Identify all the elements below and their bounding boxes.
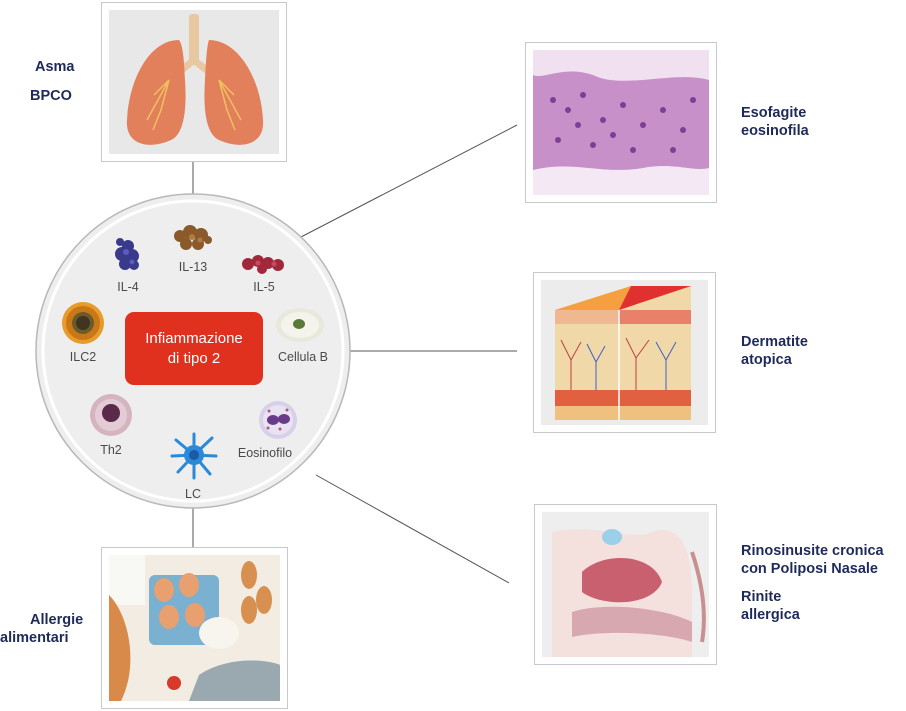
cellula-b-icon — [276, 308, 324, 342]
rinite-label-line1: Rinite — [741, 589, 782, 605]
lungs-image-frame — [101, 2, 287, 162]
histology-illustration — [533, 50, 709, 195]
lc-label: LC — [185, 487, 201, 501]
allergie-label-line1: Allergie — [30, 612, 84, 628]
allergie-image-frame — [101, 547, 288, 709]
rinosinusite-label-line2: con Poliposi Nasale — [741, 561, 878, 577]
cellula-b-label: Cellula B — [277, 350, 329, 364]
il4-label: IL-4 — [117, 280, 139, 294]
connector-rino — [315, 474, 510, 584]
rinosinusite-label-line1: Rinosinusite cronica — [741, 543, 884, 559]
connector-esofagite — [300, 124, 518, 238]
il13-cell-icon — [174, 225, 212, 250]
esofagite-label-line1: Esofagite — [741, 105, 807, 121]
rinosinusite-image-frame — [534, 504, 717, 665]
infiammazione-tipo-2-box: Infiammazione di tipo 2 — [125, 312, 263, 385]
nasal-anatomy-illustration — [552, 529, 706, 657]
eosinofilo-icon — [259, 401, 297, 439]
dermatite-label-line2: atopica — [741, 352, 792, 368]
dermatite-image-frame — [533, 272, 716, 433]
ilc2-cell-icon — [62, 302, 104, 344]
rinite-label-line2: allergica — [741, 607, 800, 623]
th2-label: Th2 — [100, 443, 122, 457]
asma-label: Asma — [35, 59, 75, 75]
eosinofilo-label: Eosinofilo — [237, 446, 293, 460]
esofagite-label-line2: eosinofila — [741, 123, 809, 139]
il13-label: IL-13 — [178, 260, 208, 274]
allergie-label-line2: alimentari — [0, 630, 69, 646]
bpco-label: BPCO — [30, 88, 72, 104]
food-illustration — [109, 555, 280, 701]
skin-illustration — [555, 286, 691, 420]
lc-cell-icon — [170, 432, 218, 480]
center-title-line1: Infiammazione — [145, 329, 243, 347]
il5-cell-icon — [242, 255, 284, 274]
dermatite-label-line1: Dermatite — [741, 334, 808, 350]
ilc2-label: ILC2 — [69, 350, 97, 364]
lungs-illustration — [126, 14, 264, 145]
th2-cell-icon — [90, 394, 132, 436]
center-title-line2: di tipo 2 — [167, 349, 221, 367]
il4-cell-icon — [115, 238, 139, 270]
esofagite-image-frame — [525, 42, 717, 203]
il5-label: IL-5 — [253, 280, 275, 294]
